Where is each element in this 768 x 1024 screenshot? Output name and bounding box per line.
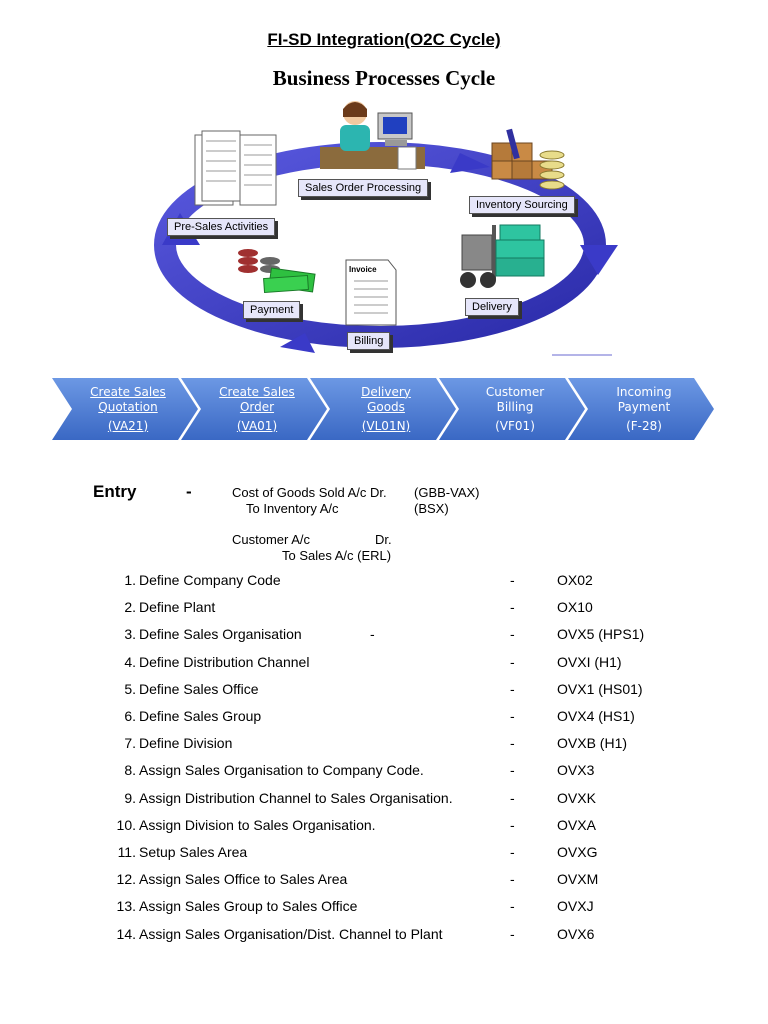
step-dash: - bbox=[510, 789, 515, 806]
money-icon bbox=[238, 249, 316, 294]
step-text: Assign Sales Office to Sales Area bbox=[139, 871, 348, 888]
label-billing: Billing bbox=[347, 332, 391, 350]
step-number: 4. bbox=[124, 653, 136, 670]
step-number: 3. bbox=[124, 626, 136, 643]
step-code: OVXA bbox=[557, 816, 596, 833]
arrow-head-right bbox=[580, 245, 618, 275]
step-dash: - bbox=[510, 572, 515, 588]
entry-code-bsx: (BSX) bbox=[414, 501, 449, 516]
step-number: 11. bbox=[117, 844, 136, 860]
inventory-boxes-icon bbox=[491, 128, 565, 190]
step-dash: - bbox=[510, 898, 515, 915]
label-delivery: Delivery bbox=[465, 298, 519, 316]
step-code: OVXG bbox=[557, 844, 598, 860]
step-dash: - bbox=[510, 816, 515, 833]
entry-line-sales: To Sales A/c (ERL) bbox=[282, 548, 392, 563]
step-dash: - bbox=[510, 925, 515, 942]
page-title: FI-SD Integration(O2C Cycle) bbox=[267, 30, 501, 49]
chevron-5 bbox=[568, 378, 714, 440]
step-extra-dash: - bbox=[370, 626, 375, 643]
step-text: Setup Sales Area bbox=[139, 844, 248, 860]
entry-line-cogs: Cost of Goods Sold A/c Dr. bbox=[232, 485, 387, 500]
step-number: 12. bbox=[116, 871, 136, 888]
label-inventory-sourcing: Inventory Sourcing bbox=[469, 196, 575, 214]
step-dash: - bbox=[510, 680, 515, 697]
step-dash: - bbox=[510, 653, 515, 670]
step-number: 5. bbox=[124, 680, 136, 697]
step-code: OVX4 (HS1) bbox=[557, 708, 635, 724]
step-text: Assign Sales Group to Sales Office bbox=[139, 898, 358, 915]
step-dash: - bbox=[510, 626, 515, 643]
diagram-title: Business Processes Cycle bbox=[272, 66, 496, 90]
step-number: 14. bbox=[116, 925, 136, 942]
business-process-cycle-diagram: Sales Order Processing Inventory Sourcin… bbox=[140, 95, 620, 360]
entry-dr: Dr. bbox=[375, 532, 392, 547]
step-code: OVXM bbox=[557, 871, 599, 888]
step-text: Define Distribution Channel bbox=[139, 653, 310, 670]
step-number: 10. bbox=[116, 816, 136, 833]
entry-line-inventory: To Inventory A/c bbox=[246, 501, 339, 516]
step-code: OVXB (H1) bbox=[557, 735, 628, 752]
chevron-4 bbox=[439, 378, 585, 440]
flow-step-delivery-goods[interactable]: Delivery Goods (VL01N) bbox=[361, 384, 411, 433]
chevron-3 bbox=[310, 378, 456, 440]
step-dash: - bbox=[510, 762, 515, 779]
step-text: Define Division bbox=[139, 735, 233, 752]
chevron-1 bbox=[52, 378, 198, 440]
step-text: Define Sales Group bbox=[139, 708, 262, 724]
chevron-2 bbox=[181, 378, 327, 440]
process-flow: Create Sales Quotation (VA21) Create Sal… bbox=[52, 378, 716, 440]
step-dash: - bbox=[510, 599, 515, 616]
step-number: 13. bbox=[116, 898, 136, 915]
arrow-head-top bbox=[450, 153, 490, 173]
flow-step-incoming-payment: Incoming Payment (F-28) bbox=[616, 384, 672, 433]
step-code: OVX5 (HPS1) bbox=[557, 626, 645, 643]
step-code: OX02 bbox=[557, 572, 593, 588]
step-number: 7. bbox=[124, 735, 136, 752]
step-dash: - bbox=[510, 708, 515, 724]
step-number: 2. bbox=[124, 599, 136, 616]
step-code: OVXI (H1) bbox=[557, 653, 622, 670]
entry-heading: Entry bbox=[93, 482, 137, 501]
step-code: OVX3 bbox=[557, 762, 595, 779]
step-code: OVXJ bbox=[557, 898, 594, 915]
label-sales-order-processing: Sales Order Processing bbox=[298, 179, 429, 197]
operator-computer-icon bbox=[320, 101, 425, 170]
flow-step-create-sales-order[interactable]: Create Sales Order (VA01) bbox=[219, 384, 295, 433]
step-code: OVX1 (HS01) bbox=[557, 680, 643, 697]
documents-stack-icon bbox=[194, 130, 277, 206]
step-dash: - bbox=[510, 735, 515, 752]
entry-code-gbb-vax: (GBB-VAX) bbox=[414, 485, 480, 500]
forklift-icon bbox=[460, 224, 545, 288]
step-code: OVXK bbox=[557, 789, 596, 806]
arrow-head-bottom bbox=[280, 333, 315, 353]
step-text: Define Sales Organisation bbox=[139, 626, 302, 643]
step-dash: - bbox=[510, 871, 515, 888]
step-text: Assign Distribution Channel to Sales Org… bbox=[139, 789, 453, 806]
step-text: Define Sales Office bbox=[139, 680, 259, 697]
process-flow-chevrons bbox=[52, 378, 714, 440]
step-dash: - bbox=[510, 844, 515, 860]
label-pre-sales-activities: Pre-Sales Activities bbox=[167, 218, 276, 236]
step-text: Define Company Code bbox=[139, 572, 281, 588]
step-code: OVX6 bbox=[557, 925, 595, 942]
flow-step-customer-billing: Customer Billing (VF01) bbox=[485, 384, 545, 433]
step-number: 8. bbox=[124, 762, 136, 779]
step-text: Define Plant bbox=[139, 599, 216, 616]
step-text: Assign Sales Organisation/Dist. Channel … bbox=[139, 925, 443, 942]
flow-step-create-sales-quotation[interactable]: Create Sales Quotation (VA21) bbox=[90, 384, 166, 433]
step-text: Assign Sales Organisation to Company Cod… bbox=[139, 762, 424, 779]
entry-line-customer: Customer A/c bbox=[232, 532, 311, 547]
step-number: 1. bbox=[124, 572, 136, 588]
invoice-document-icon bbox=[345, 259, 397, 326]
step-number: 6. bbox=[124, 708, 136, 724]
label-invoice: Invoice bbox=[349, 265, 377, 274]
entry-dash: - bbox=[186, 482, 192, 501]
step-text: Assign Division to Sales Organisation. bbox=[139, 816, 376, 833]
step-code: OX10 bbox=[557, 599, 593, 616]
label-payment: Payment bbox=[243, 301, 301, 319]
step-number: 9. bbox=[124, 789, 136, 806]
